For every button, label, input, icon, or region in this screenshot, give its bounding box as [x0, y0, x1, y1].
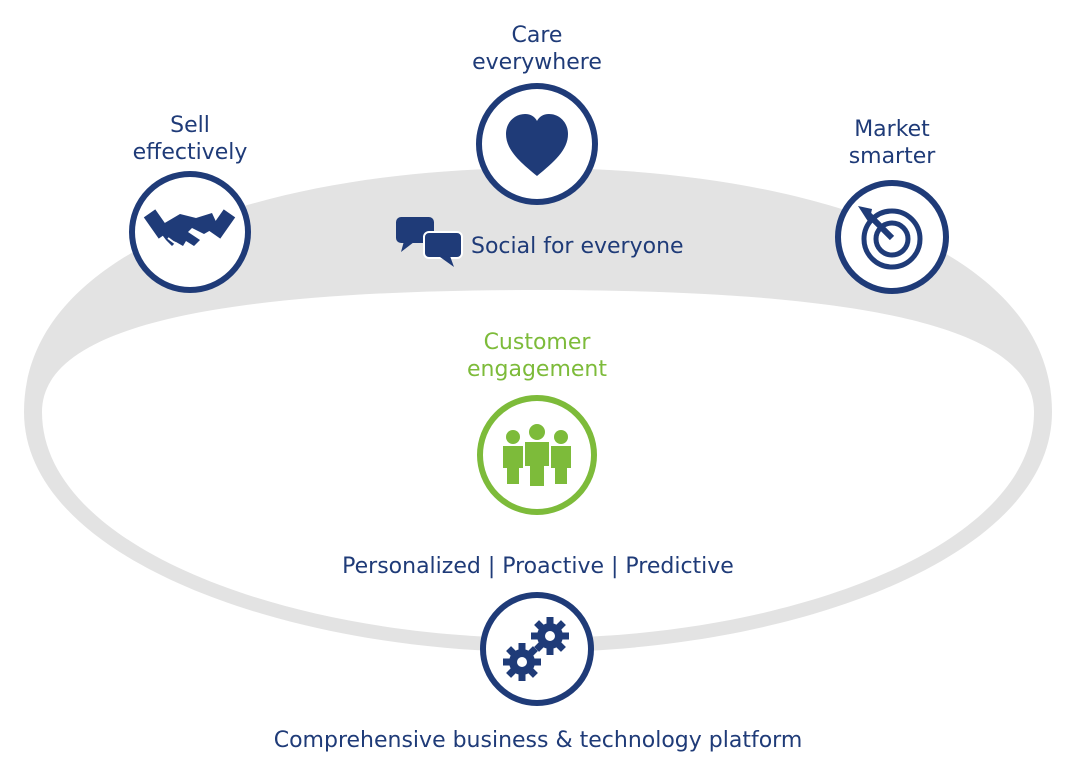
sell-circle [129, 171, 251, 293]
customer-label: Customer engagement [437, 329, 637, 383]
sell-label-line1: Sell [170, 113, 210, 138]
market-label-line2: smarter [848, 144, 936, 169]
market-label: Market smarter [802, 116, 982, 170]
customer-label-line2: engagement [467, 357, 607, 382]
handshake-icon [143, 209, 236, 249]
gears-icon [503, 617, 569, 681]
tagline: Personalized | Proactive | Predictive [342, 554, 734, 579]
people-icon [503, 424, 571, 486]
sell-label-line2: effectively [132, 140, 248, 165]
social-label: Social for everyone [471, 234, 684, 259]
market-label-line1: Market [854, 117, 930, 142]
care-circle [476, 83, 598, 205]
target-icon [858, 206, 923, 270]
market-circle [835, 180, 949, 294]
care-label-line2: everywhere [472, 50, 602, 75]
sell-label: Sell effectively [100, 112, 280, 166]
customer-circle [477, 395, 597, 515]
heart-icon [506, 114, 568, 176]
platform-label: Comprehensive business & technology plat… [273, 728, 803, 753]
chat-bubbles-icon [396, 217, 463, 267]
outer-ring [24, 168, 1052, 652]
care-label-line1: Care [511, 23, 563, 48]
platform-circle [480, 592, 594, 706]
customer-label-line1: Customer [483, 330, 591, 355]
care-label: Care everywhere [437, 22, 637, 76]
